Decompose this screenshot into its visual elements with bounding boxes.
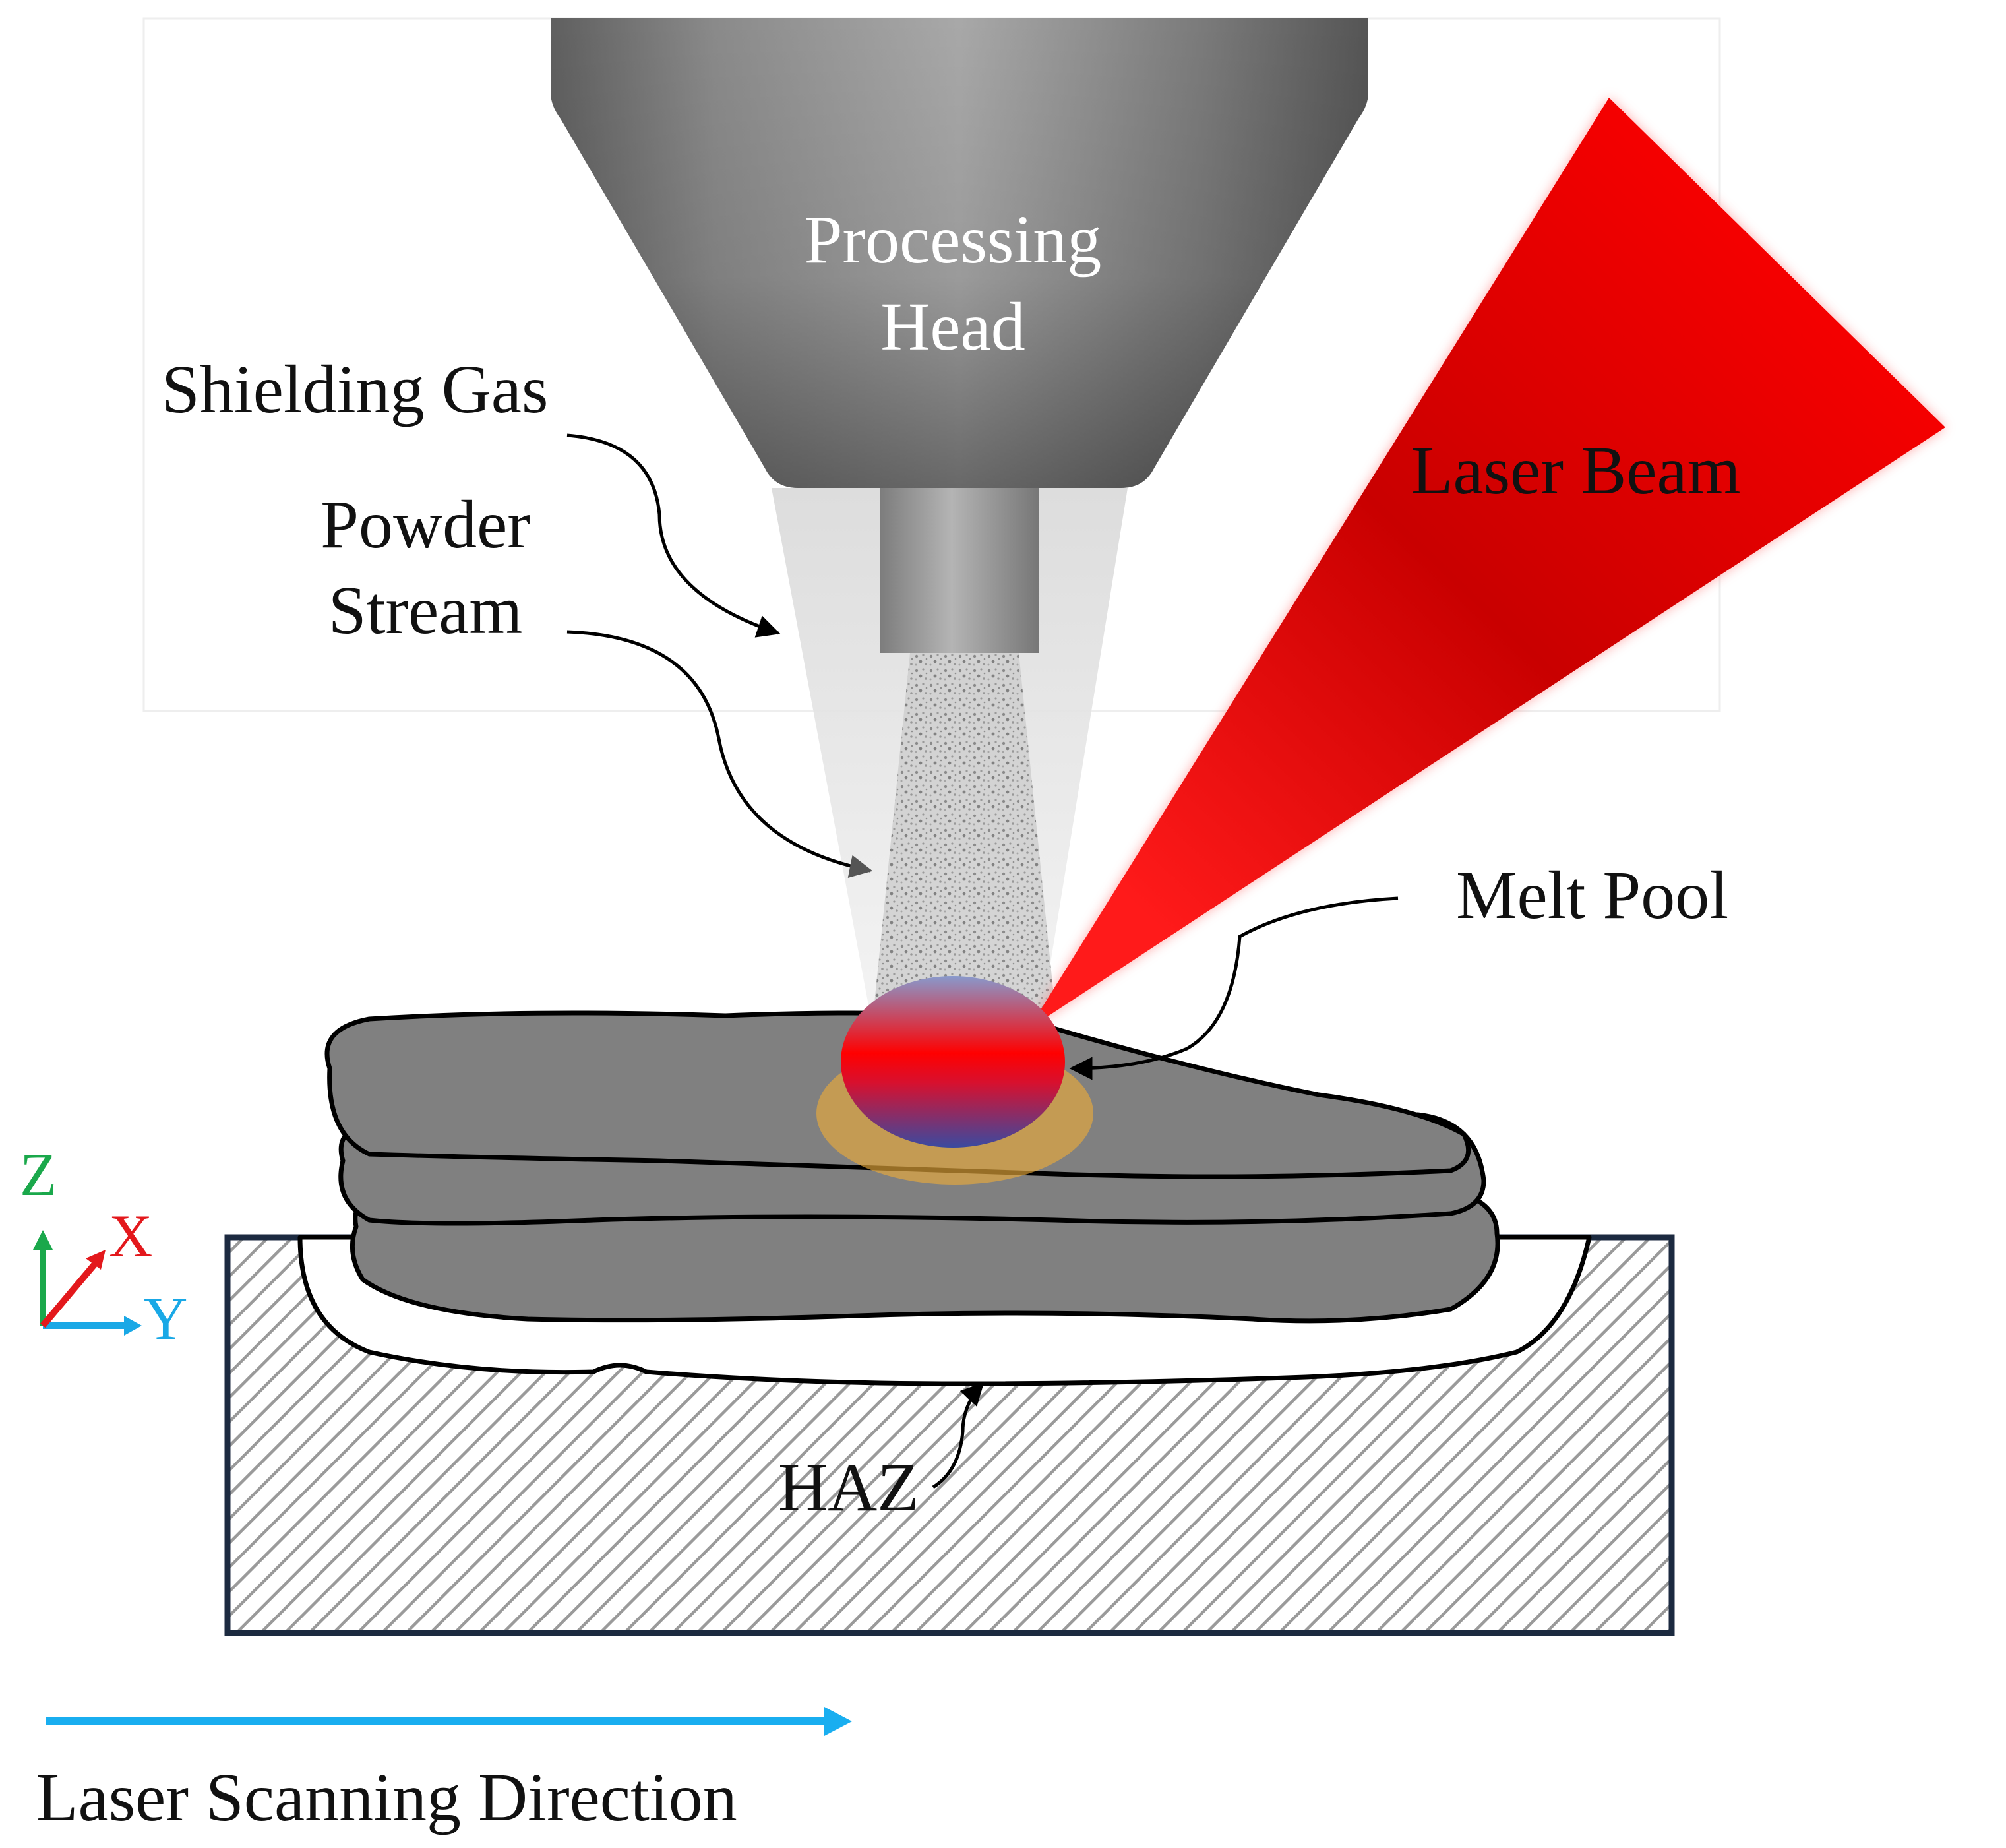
haz-label: HAZ [778,1450,919,1525]
melt-pool-label: Melt Pool [1456,857,1728,933]
processing-head-label-line2: Head [880,289,1025,365]
shielding-gas-leader [566,433,781,638]
processing-head [551,18,1368,653]
powder-stream [874,653,1055,1009]
y-axis-label: Y [144,1285,187,1352]
x-axis-label: X [109,1202,152,1270]
powder-stream-leader [566,630,873,878]
nozzle [880,488,1039,653]
coordinate-axes: Z X Y [20,1141,187,1352]
z-axis-label: Z [20,1141,57,1208]
laser-beam-label: Laser Beam [1411,433,1741,508]
powder-stream-label-line1: Powder [320,487,530,563]
scan-direction-label: Laser Scanning Direction [36,1760,737,1835]
powder-stream-label-line2: Stream [328,572,523,648]
processing-head-label-line1: Processing [805,202,1102,278]
melt-pool-leader [1069,896,1399,1080]
haz-leader [932,1382,985,1489]
x-axis-arrow [40,1260,98,1328]
melt-pool [841,976,1065,1148]
laser-beam [1029,98,1945,1029]
shielding-gas-label: Shielding Gas [162,352,548,427]
